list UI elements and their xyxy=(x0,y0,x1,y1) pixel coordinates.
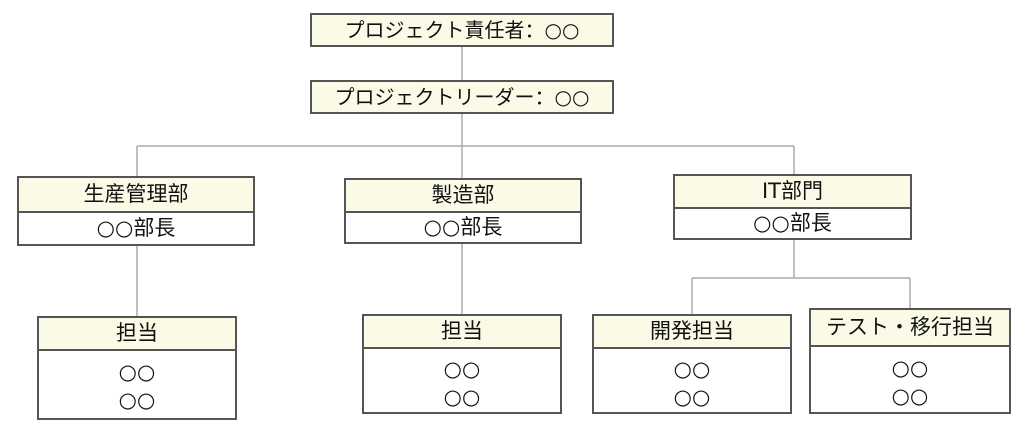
department-head: ○○部長 xyxy=(96,216,176,240)
project-leader-box: プロジェクトリーダー：○○ xyxy=(310,80,614,114)
department-box-manufacturing: 製造部 ○○部長 xyxy=(344,178,582,244)
member-names: ○○ ○○ xyxy=(594,349,790,411)
department-name: 製造部 xyxy=(346,180,580,213)
member-name: ○○ xyxy=(891,356,929,380)
member-name: ○○ xyxy=(443,385,481,409)
member-role: 担当 xyxy=(39,318,235,351)
department-box-production-control: 生産管理部 ○○部長 xyxy=(17,176,255,246)
member-names: ○○ ○○ xyxy=(39,351,235,414)
member-name: ○○ xyxy=(673,385,711,409)
department-name: 生産管理部 xyxy=(19,178,253,213)
member-box-development: 開発担当 ○○ ○○ xyxy=(592,314,792,414)
member-box-manufacturing: 担当 ○○ ○○ xyxy=(362,314,562,414)
department-name: IT部門 xyxy=(675,176,910,209)
member-name: ○○ xyxy=(673,357,711,381)
member-role: テスト・移行担当 xyxy=(811,310,1009,347)
department-head: ○○部長 xyxy=(423,215,503,239)
member-names: ○○ ○○ xyxy=(811,347,1009,410)
member-role: 担当 xyxy=(364,316,560,349)
member-name: ○○ xyxy=(443,357,481,381)
member-role: 開発担当 xyxy=(594,316,790,349)
member-name: ○○ xyxy=(118,388,156,412)
department-head: ○○部長 xyxy=(753,211,832,235)
member-box-test-migration: テスト・移行担当 ○○ ○○ xyxy=(809,308,1011,414)
member-name: ○○ xyxy=(891,384,929,408)
member-names: ○○ ○○ xyxy=(364,349,560,411)
department-box-it: IT部門 ○○部長 xyxy=(673,174,912,240)
member-name: ○○ xyxy=(118,360,156,384)
project-responsible-box: プロジェクト責任者：○○ xyxy=(310,13,614,47)
member-box-production-control: 担当 ○○ ○○ xyxy=(37,316,237,420)
